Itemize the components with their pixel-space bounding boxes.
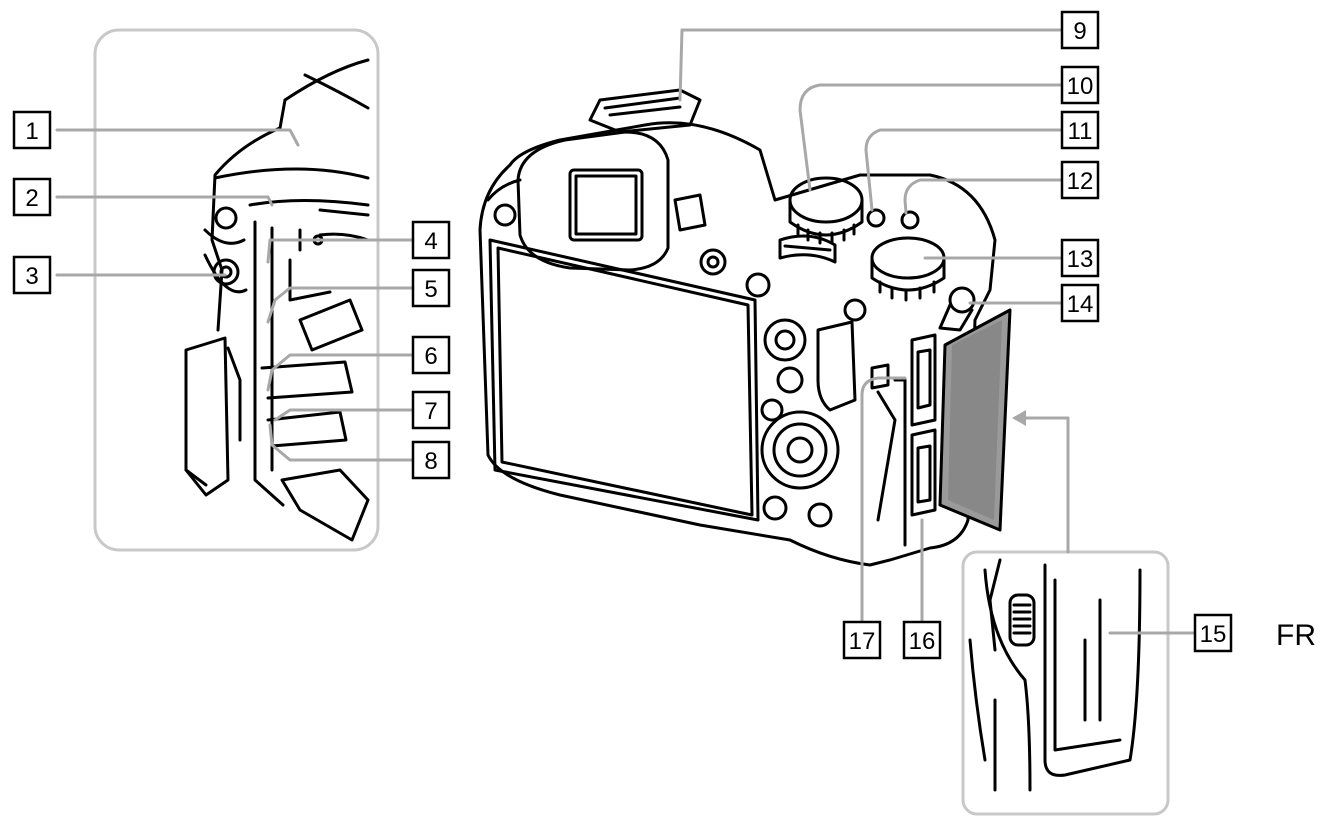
callout-14-label: 14 bbox=[1067, 291, 1094, 318]
rear-dial-front bbox=[778, 234, 837, 264]
detail-arrow-icon bbox=[1012, 410, 1026, 426]
custom-button-c3 bbox=[493, 203, 517, 227]
leader-6 bbox=[266, 353, 415, 392]
leader-4 bbox=[266, 238, 415, 264]
leader-17 bbox=[860, 376, 907, 627]
leader-10 bbox=[798, 83, 1064, 192]
callout-12-label: 12 bbox=[1067, 168, 1094, 195]
leader-lines bbox=[55, 28, 1197, 635]
card-slot-1 bbox=[910, 333, 937, 427]
callout-9-label: 9 bbox=[1073, 18, 1086, 45]
card-slot-2 bbox=[910, 428, 937, 517]
card-slots bbox=[910, 333, 937, 517]
callout-10: 10 bbox=[1060, 65, 1100, 105]
leader-1 bbox=[55, 128, 300, 147]
camera-body bbox=[478, 88, 997, 567]
leader-7 bbox=[273, 408, 415, 422]
callout-7: 7 bbox=[411, 390, 451, 430]
callout-6-label: 6 bbox=[424, 343, 437, 370]
leader-2 bbox=[55, 195, 274, 207]
callout-11-label: 11 bbox=[1068, 118, 1093, 145]
leader-11 bbox=[864, 128, 1064, 212]
menu-button bbox=[699, 248, 727, 276]
callout-10-label: 10 bbox=[1067, 73, 1094, 100]
callout-15: 15 bbox=[1193, 613, 1233, 653]
side-view-frame bbox=[93, 28, 380, 552]
callout-5-label: 5 bbox=[424, 276, 437, 303]
callout-4-label: 4 bbox=[424, 228, 437, 255]
callout-13: 13 bbox=[1060, 238, 1100, 278]
callout-11: 11 bbox=[1060, 110, 1100, 150]
eyecup bbox=[516, 130, 670, 272]
detail-pointer bbox=[1013, 416, 1070, 554]
detail-inset bbox=[961, 550, 1170, 816]
callout-1-label: 1 bbox=[25, 118, 38, 145]
callout-13-label: 13 bbox=[1067, 246, 1094, 273]
body-outline bbox=[478, 121, 997, 567]
control-wheel bbox=[760, 410, 840, 490]
callout-15-label: 15 bbox=[1200, 621, 1227, 648]
leader-12 bbox=[903, 178, 1064, 215]
callout-1: 1 bbox=[12, 110, 52, 150]
side-view-inset bbox=[93, 28, 380, 552]
callout-17-label: 17 bbox=[849, 628, 876, 655]
viewfinder-window bbox=[568, 168, 644, 242]
callout-5: 5 bbox=[411, 268, 451, 308]
callout-17: 17 bbox=[842, 620, 882, 660]
callout-3-label: 3 bbox=[25, 263, 38, 290]
callout-6: 6 bbox=[411, 335, 451, 375]
callout-4: 4 bbox=[411, 220, 451, 260]
callout-14: 14 bbox=[1060, 283, 1100, 323]
grip-recess bbox=[816, 320, 857, 412]
callout-3: 3 bbox=[12, 255, 52, 295]
leader-9 bbox=[678, 28, 1064, 102]
callout-7-label: 7 bbox=[424, 398, 437, 425]
callout-16: 16 bbox=[902, 620, 942, 660]
callout-boxes: 1 2 3 4 5 6 7 8 bbox=[12, 10, 1233, 660]
callout-2-label: 2 bbox=[25, 185, 38, 212]
callout-9: 9 bbox=[1060, 10, 1100, 50]
memory-card-cover bbox=[938, 308, 1012, 532]
callout-16-label: 16 bbox=[909, 628, 936, 655]
callout-2: 2 bbox=[12, 177, 52, 217]
callout-8: 8 bbox=[411, 440, 451, 480]
monitor bbox=[496, 246, 754, 517]
callout-8-label: 8 bbox=[424, 448, 437, 475]
callout-12: 12 bbox=[1060, 160, 1100, 200]
leader-8 bbox=[268, 423, 415, 462]
leader-5 bbox=[266, 286, 415, 324]
multi-selector bbox=[763, 318, 807, 362]
language-tag: FR bbox=[1276, 619, 1316, 652]
